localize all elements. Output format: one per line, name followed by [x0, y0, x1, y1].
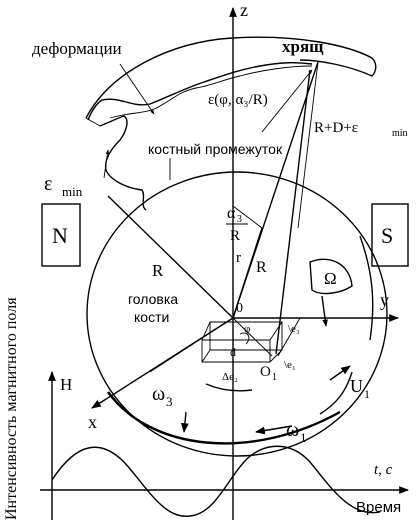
label-y: y: [380, 290, 389, 310]
label-deformations: деформации: [32, 39, 122, 58]
u1-arrow: [329, 365, 351, 381]
label-r-left: R: [152, 261, 164, 280]
label-frac-r: R: [230, 228, 240, 244]
axes: [91, 7, 399, 520]
local-element: [201, 317, 301, 363]
omega1-arrow: [255, 425, 293, 435]
label-sum: R+D+ε: [314, 120, 358, 136]
label-delta-e2: Δe₂: [222, 371, 238, 383]
label-time-axis: t, c: [374, 462, 393, 478]
label-omega1: ω: [286, 419, 299, 441]
label-bone-head-2: кости: [134, 309, 169, 325]
label-sum-sub: min: [392, 128, 408, 139]
label-d: d: [230, 345, 236, 359]
label-delta-e3: \e₃: [288, 323, 300, 335]
label-magnet-n: N: [52, 223, 68, 248]
label-alpha3-sub: 3: [237, 214, 242, 225]
label-o1-sub: 1: [272, 372, 277, 383]
label-omega1-sub: 1: [300, 430, 307, 445]
label-eps-min-sub: min: [62, 184, 83, 199]
label-origin: 0: [236, 301, 243, 316]
u1-curve: [319, 371, 353, 415]
omega-region-arrow: [321, 295, 328, 327]
eps-func-arrow: [261, 69, 313, 133]
sphere-front-arc: [107, 391, 341, 445]
label-delta-e1: \e₁: [284, 359, 296, 371]
sphere-right-arc: [359, 235, 374, 341]
omega3-arc: [205, 383, 253, 392]
label-cartilage: хрящ: [282, 37, 324, 56]
field-graph: [40, 371, 409, 520]
label-eps-min: ε: [44, 173, 52, 195]
label-r-center: R: [256, 259, 267, 276]
label-x: x: [88, 412, 97, 432]
magnet-s-box: [371, 203, 409, 267]
label-magnet-s: S: [381, 223, 393, 248]
label-h: H: [60, 375, 72, 394]
label-vertical-axis: Интенсивность магнитного поля: [3, 297, 20, 520]
omega3-arrow: [180, 411, 189, 433]
label-omega3: ω: [152, 383, 165, 405]
label-alpha3: α: [227, 205, 236, 222]
magnet-n-box: [41, 203, 81, 267]
label-z: z: [240, 0, 248, 20]
label-bone-head-1: головка: [128, 291, 178, 307]
label-u1: U: [350, 376, 363, 396]
label-omega3-sub: 3: [166, 394, 173, 409]
field-sinusoid: [51, 445, 381, 517]
label-omega-cap: Ω: [324, 269, 337, 288]
cartilage-shell: [85, 36, 377, 211]
label-u1-sub: 1: [364, 387, 370, 401]
label-time-word: Время: [356, 499, 401, 516]
label-o1: O: [260, 364, 271, 380]
label-r-small: r: [236, 250, 241, 266]
label-eps-func: ε(φ, α₃/R): [208, 92, 268, 108]
omega-region: [309, 258, 353, 295]
eps-min-arrow: [103, 149, 110, 179]
label-phi: φ: [244, 323, 250, 335]
deformation-arrow: [119, 63, 155, 115]
label-bone-gap: костный промежуток: [148, 141, 283, 157]
bone-head-sphere: [86, 171, 388, 457]
